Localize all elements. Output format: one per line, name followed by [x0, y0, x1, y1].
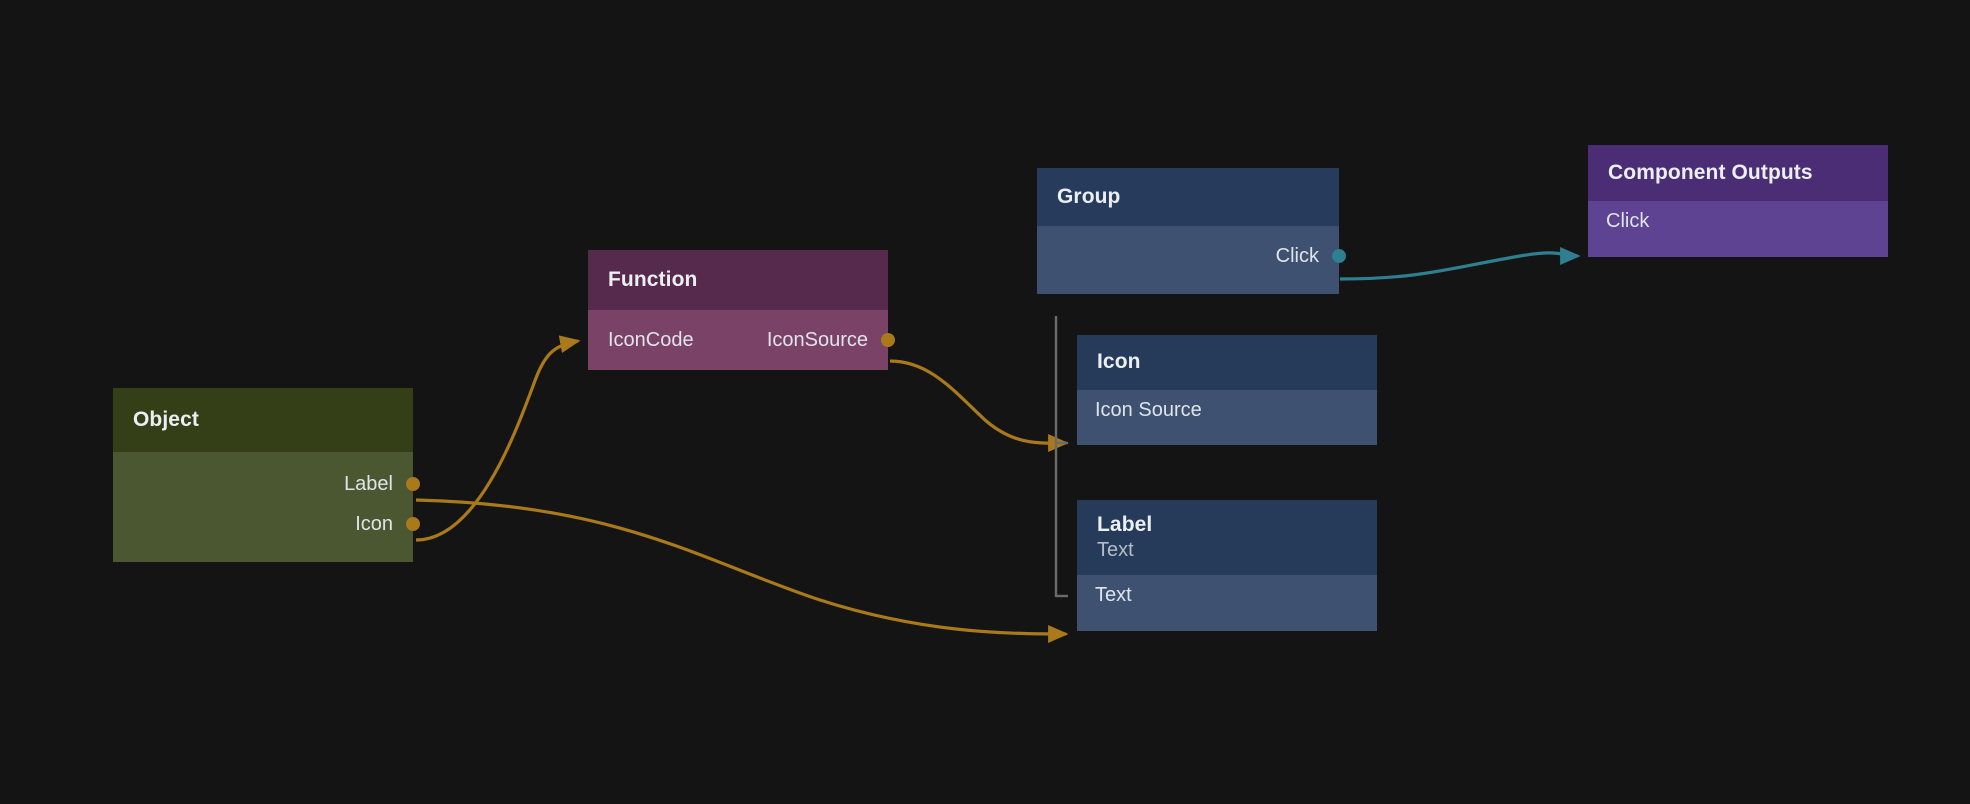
node-icon-header[interactable]: Icon — [1077, 335, 1377, 390]
edge-group-click-to-component-outputs-click — [1339, 247, 1581, 281]
node-label-body: Text — [1077, 575, 1377, 631]
input-port-icon-source-text: Icon Source — [1095, 398, 1202, 421]
node-component-outputs-body: Click — [1588, 201, 1888, 257]
node-label[interactable]: Label Text Text — [1077, 500, 1377, 631]
node-object[interactable]: Object Label Icon — [113, 388, 420, 562]
node-object-header[interactable]: Object — [113, 388, 413, 452]
node-group-body: Click — [1037, 226, 1346, 294]
node-function-port-row: IconCode IconSource — [588, 310, 895, 370]
output-port-label[interactable]: Label — [113, 464, 420, 504]
node-icon-body: Icon Source — [1077, 390, 1377, 445]
input-port-iconcode-text[interactable]: IconCode — [608, 328, 694, 351]
node-group-header[interactable]: Group — [1037, 168, 1339, 226]
output-port-icon-dot[interactable] — [406, 517, 420, 531]
input-port-text-text: Text — [1095, 583, 1132, 606]
output-port-icon[interactable]: Icon — [113, 504, 420, 544]
node-group[interactable]: Group Click — [1037, 168, 1346, 294]
node-group-title: Group — [1057, 184, 1121, 208]
output-port-iconsource-text[interactable]: IconSource — [766, 328, 868, 351]
node-function[interactable]: Function IconCode IconSource — [588, 250, 895, 370]
input-port-click-text: Click — [1606, 209, 1650, 232]
node-component-outputs-title: Component Outputs — [1608, 160, 1813, 184]
node-function-header[interactable]: Function — [588, 250, 888, 310]
node-label-subtitle: Text — [1097, 538, 1134, 561]
node-component-outputs[interactable]: Component Outputs Click — [1588, 145, 1888, 257]
node-icon-title: Icon — [1097, 350, 1141, 374]
node-component-outputs-header[interactable]: Component Outputs — [1588, 145, 1888, 201]
node-object-title: Object — [133, 407, 199, 431]
edge-function-iconsource-to-icon-source — [889, 359, 1069, 452]
output-port-click-text: Click — [1275, 244, 1319, 267]
node-label-header[interactable]: Label Text — [1077, 500, 1377, 575]
input-port-click[interactable]: Click — [1588, 201, 1888, 241]
output-port-label-dot[interactable] — [406, 477, 420, 491]
output-port-iconsource-dot[interactable] — [881, 333, 895, 347]
group-children-bracket — [1054, 316, 1068, 598]
output-port-click-dot[interactable] — [1332, 249, 1346, 263]
output-port-icon-text: Icon — [355, 512, 393, 535]
output-port-click[interactable]: Click — [1037, 236, 1346, 276]
node-label-title: Label — [1097, 512, 1153, 536]
node-function-body: IconCode IconSource — [588, 310, 895, 370]
node-icon[interactable]: Icon Icon Source — [1077, 335, 1377, 445]
output-port-label-text: Label — [344, 472, 393, 495]
input-port-text[interactable]: Text — [1077, 575, 1377, 615]
input-port-icon-source[interactable]: Icon Source — [1077, 390, 1377, 430]
node-function-title: Function — [608, 267, 698, 291]
edge-object-label-to-label-text — [415, 498, 1069, 643]
node-object-body: Label Icon — [113, 452, 420, 562]
edge-object-icon-to-function-iconcode — [415, 335, 581, 542]
